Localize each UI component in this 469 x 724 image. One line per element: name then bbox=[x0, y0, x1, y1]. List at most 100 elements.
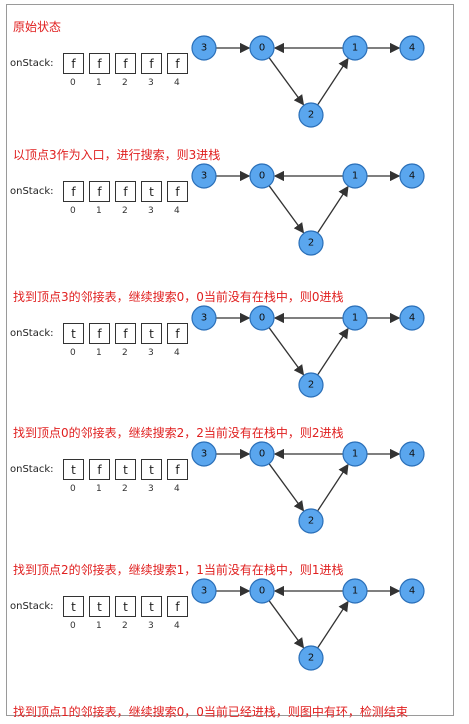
onstack-cell: t bbox=[141, 181, 162, 202]
step-caption: 原始状态 bbox=[13, 20, 62, 34]
step-caption: 找到顶点0的邻接表，继续搜索2，2当前没有在栈中，则2进栈 bbox=[13, 426, 344, 440]
edge-2-1 bbox=[317, 463, 349, 512]
onstack-cell: f bbox=[167, 53, 188, 74]
onstack-cell: t bbox=[141, 596, 162, 617]
vertex-label: 0 bbox=[259, 171, 265, 182]
edge-0-2 bbox=[268, 185, 305, 234]
vertex-label: 3 bbox=[201, 171, 207, 182]
index-label: 3 bbox=[148, 206, 154, 216]
onstack-cell: f bbox=[89, 53, 110, 74]
vertex-label: 0 bbox=[259, 43, 265, 54]
index-label: 2 bbox=[122, 206, 128, 216]
step-caption: 找到顶点2的邻接表，继续搜索1，1当前没有在栈中，则1进栈 bbox=[13, 563, 344, 577]
vertex-4 bbox=[399, 441, 425, 467]
edge-0-2 bbox=[268, 57, 305, 106]
index-label: 3 bbox=[148, 621, 154, 631]
vertex-label: 0 bbox=[259, 449, 265, 460]
index-label: 3 bbox=[148, 484, 154, 494]
index-label: 1 bbox=[96, 78, 102, 88]
edge-0-2 bbox=[268, 463, 305, 512]
vertex-1 bbox=[342, 578, 368, 604]
onstack-label: onStack: bbox=[10, 464, 54, 475]
index-label: 0 bbox=[70, 78, 76, 88]
onstack-cell: t bbox=[141, 459, 162, 480]
vertex-2 bbox=[298, 508, 324, 534]
onstack-cell: f bbox=[115, 181, 136, 202]
vertex-4 bbox=[399, 578, 425, 604]
vertex-1 bbox=[342, 35, 368, 61]
edge-0-2 bbox=[268, 600, 305, 649]
vertex-label: 2 bbox=[308, 238, 314, 249]
onstack-cell: f bbox=[115, 323, 136, 344]
vertex-0 bbox=[249, 441, 275, 467]
index-label: 4 bbox=[174, 206, 180, 216]
vertex-0 bbox=[249, 163, 275, 189]
vertex-2 bbox=[298, 230, 324, 256]
edge-2-1 bbox=[317, 185, 349, 234]
index-label: 0 bbox=[70, 206, 76, 216]
onstack-cell: f bbox=[167, 596, 188, 617]
onstack-cell: t bbox=[115, 596, 136, 617]
vertex-3 bbox=[191, 305, 217, 331]
onstack-indices: 0 1 2 3 4 bbox=[63, 78, 193, 88]
final-caption: 找到顶点1的邻接表，继续搜索0，0当前已经进栈，则图中有环，检测结束 bbox=[13, 705, 408, 719]
index-label: 2 bbox=[122, 348, 128, 358]
index-label: 4 bbox=[174, 484, 180, 494]
vertex-1 bbox=[342, 163, 368, 189]
index-label: 4 bbox=[174, 78, 180, 88]
onstack-cell: t bbox=[141, 323, 162, 344]
index-label: 1 bbox=[96, 348, 102, 358]
vertex-4 bbox=[399, 35, 425, 61]
onstack-cell: f bbox=[89, 323, 110, 344]
vertex-label: 1 bbox=[352, 43, 358, 54]
index-label: 2 bbox=[122, 484, 128, 494]
vertex-label: 2 bbox=[308, 380, 314, 391]
index-label: 1 bbox=[96, 621, 102, 631]
edge-2-1 bbox=[317, 600, 349, 649]
onstack-cell: f bbox=[115, 53, 136, 74]
vertex-label: 1 bbox=[352, 313, 358, 324]
edge-2-1 bbox=[317, 327, 349, 376]
onstack-cell: t bbox=[63, 596, 84, 617]
onstack-label: onStack: bbox=[10, 58, 54, 69]
index-label: 1 bbox=[96, 484, 102, 494]
onstack-cell: f bbox=[89, 181, 110, 202]
vertex-2 bbox=[298, 102, 324, 128]
vertex-3 bbox=[191, 35, 217, 61]
index-label: 0 bbox=[70, 484, 76, 494]
onstack-cell: f bbox=[89, 459, 110, 480]
index-label: 0 bbox=[70, 348, 76, 358]
index-label: 2 bbox=[122, 78, 128, 88]
vertex-3 bbox=[191, 163, 217, 189]
vertex-label: 2 bbox=[308, 110, 314, 121]
vertex-label: 3 bbox=[201, 43, 207, 54]
vertex-0 bbox=[249, 35, 275, 61]
index-label: 4 bbox=[174, 621, 180, 631]
vertex-label: 0 bbox=[259, 586, 265, 597]
onstack-label: onStack: bbox=[10, 601, 54, 612]
onstack-cell: f bbox=[141, 53, 162, 74]
index-label: 3 bbox=[148, 78, 154, 88]
vertex-label: 2 bbox=[308, 653, 314, 664]
vertex-label: 1 bbox=[352, 449, 358, 460]
onstack-cell: f bbox=[63, 53, 84, 74]
edge-2-1 bbox=[317, 57, 349, 106]
edge-0-2 bbox=[268, 327, 305, 376]
onstack-cell: t bbox=[63, 323, 84, 344]
vertex-label: 3 bbox=[201, 586, 207, 597]
vertex-label: 1 bbox=[352, 171, 358, 182]
onstack-cell: f bbox=[167, 181, 188, 202]
onstack-cell: f bbox=[167, 459, 188, 480]
onstack-indices: 0 1 2 3 4 bbox=[63, 484, 193, 494]
vertex-4 bbox=[399, 163, 425, 189]
vertex-0 bbox=[249, 305, 275, 331]
